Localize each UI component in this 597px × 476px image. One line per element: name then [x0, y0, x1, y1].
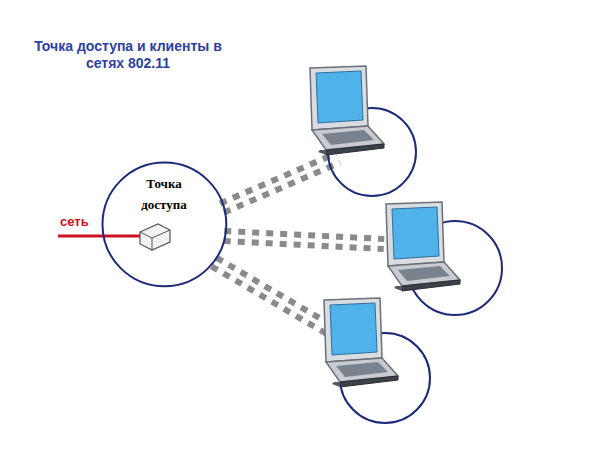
laptop-icon — [310, 66, 384, 155]
laptop-icon — [324, 298, 398, 387]
diagram-title: Точка доступа и клиенты в сетях 802.11 — [28, 38, 228, 72]
access-point-device — [140, 224, 170, 250]
laptop-icon — [386, 202, 460, 291]
access-point-circle: Точка доступа — [101, 161, 228, 288]
node-label: Точка доступа — [122, 173, 206, 215]
circle-outline — [103, 163, 227, 287]
network-label: сеть — [60, 214, 89, 229]
node-text-group: Точка доступа — [122, 173, 206, 215]
network-wire — [58, 235, 140, 238]
